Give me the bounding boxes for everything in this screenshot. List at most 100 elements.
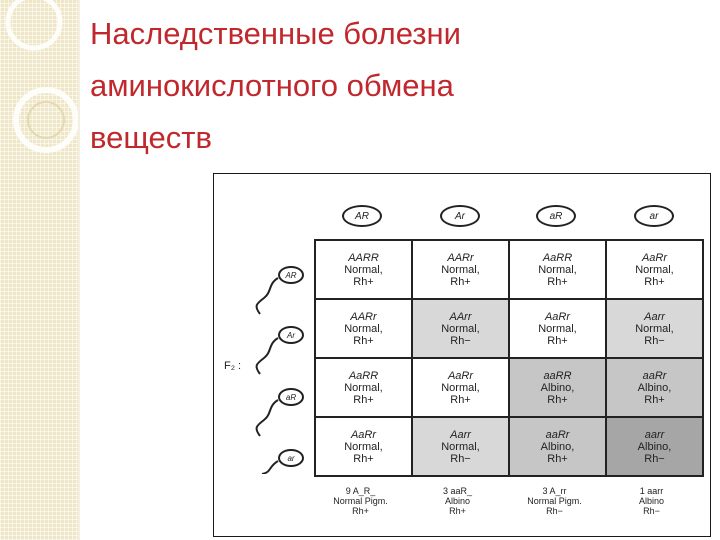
sperm-gamete-1: AR — [278, 266, 304, 284]
summary-rh: Rh− — [643, 506, 660, 516]
cell-rh: Rh− — [450, 334, 471, 347]
summary-rh: Rh+ — [352, 506, 369, 516]
cell-rh: Rh+ — [547, 275, 568, 288]
cell-rh: Rh− — [450, 452, 471, 465]
generation-label: F₂ : — [224, 360, 242, 372]
cell-phenotype: Albino, — [540, 381, 575, 394]
egg-gamete-2: Ar — [440, 205, 480, 227]
cell-phenotype: Normal, — [538, 322, 577, 335]
summary-ratio-4: 1 aarr Albino Rh− — [604, 486, 699, 516]
cell-phenotype: Normal, — [635, 322, 674, 335]
slide-title: Наследственные болезни аминокислотного о… — [90, 8, 690, 164]
cell-genotype: Aarr — [644, 310, 665, 323]
title-line-3: веществ — [90, 120, 212, 155]
cell-phenotype: Normal, — [441, 440, 480, 453]
summary-ratio-1: 9 A_R_ Normal Pigm. Rh+ — [313, 486, 408, 516]
cell-phenotype: Albino, — [637, 381, 672, 394]
cell-genotype: aaRr — [642, 369, 667, 382]
cell-genotype: aaRr — [545, 428, 570, 441]
summary-phenotype: Albino — [444, 496, 471, 506]
summary-count: 9 A_R_ — [345, 486, 376, 496]
decorative-sidebar — [0, 0, 78, 540]
cell-phenotype: Normal, — [441, 322, 480, 335]
cell-phenotype: Normal, — [344, 263, 383, 276]
cell-phenotype: Normal, — [635, 263, 674, 276]
sidebar-swirl-ornament — [5, 0, 78, 153]
cell-phenotype: Normal, — [344, 322, 383, 335]
cell-rh: Rh+ — [547, 452, 568, 465]
cell-rh: Rh+ — [353, 334, 374, 347]
cell-rh: Rh− — [644, 452, 665, 465]
sidebar-edge — [78, 0, 80, 540]
summary-rh: Rh− — [546, 506, 563, 516]
cell-phenotype: Normal, — [441, 263, 480, 276]
summary-ratio-3: 3 A_rr Normal Pigm. Rh− — [507, 486, 602, 516]
cell-genotype: AARr — [447, 251, 474, 264]
cell-rh: Rh+ — [450, 393, 471, 406]
cell-genotype: AaRR — [348, 369, 379, 382]
sperm-gamete-2: Ar — [278, 326, 304, 344]
summary-rh: Rh+ — [449, 506, 466, 516]
sperm-gamete-3: aR — [278, 388, 304, 406]
cell-rh: Rh+ — [450, 275, 471, 288]
egg-gamete-4: ar — [634, 205, 674, 227]
cell-rh: Rh+ — [353, 452, 374, 465]
cell-rh: Rh+ — [547, 393, 568, 406]
cell-genotype: AaRr — [544, 310, 571, 323]
cell-genotype: AARr — [350, 310, 377, 323]
cell-genotype: Aarr — [450, 428, 471, 441]
cell-genotype: aarr — [644, 428, 665, 441]
cell-phenotype: Normal, — [538, 263, 577, 276]
summary-count: 3 A_rr — [542, 486, 567, 496]
summary-phenotype: Normal Pigm. — [527, 496, 582, 506]
title-line-2: аминокислотного обмена — [90, 68, 454, 103]
cell-phenotype: Normal, — [441, 381, 480, 394]
summary-count: 1 aarr — [639, 486, 664, 496]
cell-genotype: AaRR — [542, 251, 573, 264]
summary-ratio-2: 3 aaR_ Albino Rh+ — [410, 486, 505, 516]
cell-phenotype: Normal, — [344, 440, 383, 453]
cell-phenotype: Albino, — [540, 440, 575, 453]
title-line-1: Наследственные болезни — [90, 16, 461, 51]
cell-rh: Rh+ — [353, 393, 374, 406]
egg-gamete-1: AR — [342, 205, 382, 227]
egg-gamete-3: aR — [536, 205, 576, 227]
cell-genotype: aaRR — [543, 369, 572, 382]
cell-genotype: AaRr — [350, 428, 377, 441]
summary-phenotype: Albino — [638, 496, 665, 506]
cell-rh: Rh− — [644, 334, 665, 347]
cell-rh: Rh+ — [644, 275, 665, 288]
summary-phenotype: Normal Pigm. — [333, 496, 388, 506]
sperm-gamete-4: ar — [278, 449, 304, 467]
summary-count: 3 aaR_ — [442, 486, 473, 496]
sperm-tails — [255, 277, 279, 474]
cell-rh: Rh+ — [353, 275, 374, 288]
cell-genotype: AaRr — [447, 369, 474, 382]
cell-rh: Rh+ — [547, 334, 568, 347]
cell-genotype: AArr — [449, 310, 472, 323]
cell-genotype: AaRr — [641, 251, 668, 264]
cell-phenotype: Albino, — [637, 440, 672, 453]
cell-phenotype: Normal, — [344, 381, 383, 394]
